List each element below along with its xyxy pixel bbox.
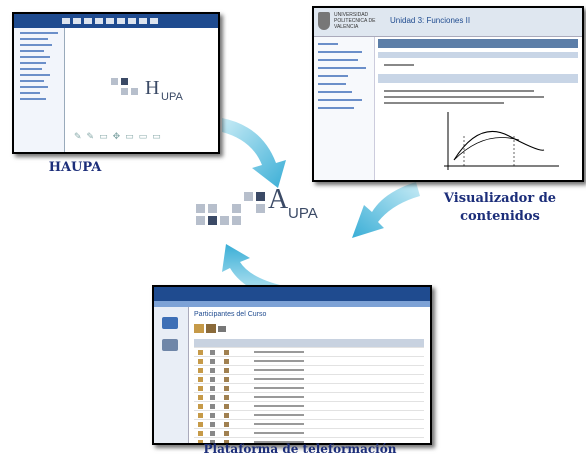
visualizador-label-line1: Visualizador de: [443, 191, 557, 206]
table-row: [194, 384, 424, 393]
table-header-row: [194, 339, 424, 348]
haupa-toolbar: [14, 14, 218, 28]
visualizador-screenshot: UNIVERSIDAD POLITECNICA DE VALENCIA Unid…: [312, 6, 584, 182]
participants-title: Participantes del Curso: [194, 311, 267, 318]
curved-arrow-icon: [352, 182, 420, 238]
table-row: [194, 348, 424, 357]
university-crest-icon: [318, 12, 330, 30]
unit-title: Unidad 3: Funciones II: [390, 16, 471, 25]
table-row: [194, 438, 424, 443]
university-name: UNIVERSIDAD POLITECNICA DE VALENCIA: [334, 12, 376, 30]
haupa-tool-icons: ✎✎▭✥▭▭▭: [74, 132, 166, 142]
plataforma-sidebar: [154, 307, 189, 443]
table-row: [194, 357, 424, 366]
haupa-logo-suffix: UPA: [161, 91, 183, 103]
haupa-screenshot: H UPA ✎✎▭✥▭▭▭: [12, 12, 220, 154]
table-row: [194, 420, 424, 429]
aupa-logo-a: A: [268, 184, 289, 215]
visualizador-header: UNIVERSIDAD POLITECNICA DE VALENCIA Unid…: [314, 8, 582, 37]
function-graph: [444, 112, 559, 170]
visualizador-label-line2: contenidos: [460, 209, 540, 224]
haupa-label: HAUPA: [48, 160, 102, 175]
table-row: [194, 411, 424, 420]
plataforma-label: Plataforma de teleformación: [203, 442, 397, 456]
table-row: [194, 366, 424, 375]
curved-arrow-icon: [222, 118, 286, 188]
document-icon: [162, 339, 178, 351]
participants-table: [194, 339, 424, 443]
visualizador-label: Visualizador de contenidos: [430, 190, 570, 226]
mailbox-icon: [162, 317, 178, 329]
visualizador-nav: [314, 37, 375, 180]
haupa-logo-h: H: [145, 77, 159, 99]
haupa-tree-panel: [14, 28, 65, 152]
haupa-logo: H UPA: [111, 77, 183, 103]
table-row: [194, 393, 424, 402]
aupa-logo-suffix: UPA: [288, 205, 318, 222]
table-row: [194, 402, 424, 411]
table-row: [194, 429, 424, 438]
plataforma-screenshot: Participantes del Curso: [152, 285, 432, 445]
table-row: [194, 375, 424, 384]
plataforma-header: [154, 287, 430, 301]
aupa-logo: A UPA: [196, 184, 318, 225]
participants-toolbar-icons: [194, 324, 226, 333]
